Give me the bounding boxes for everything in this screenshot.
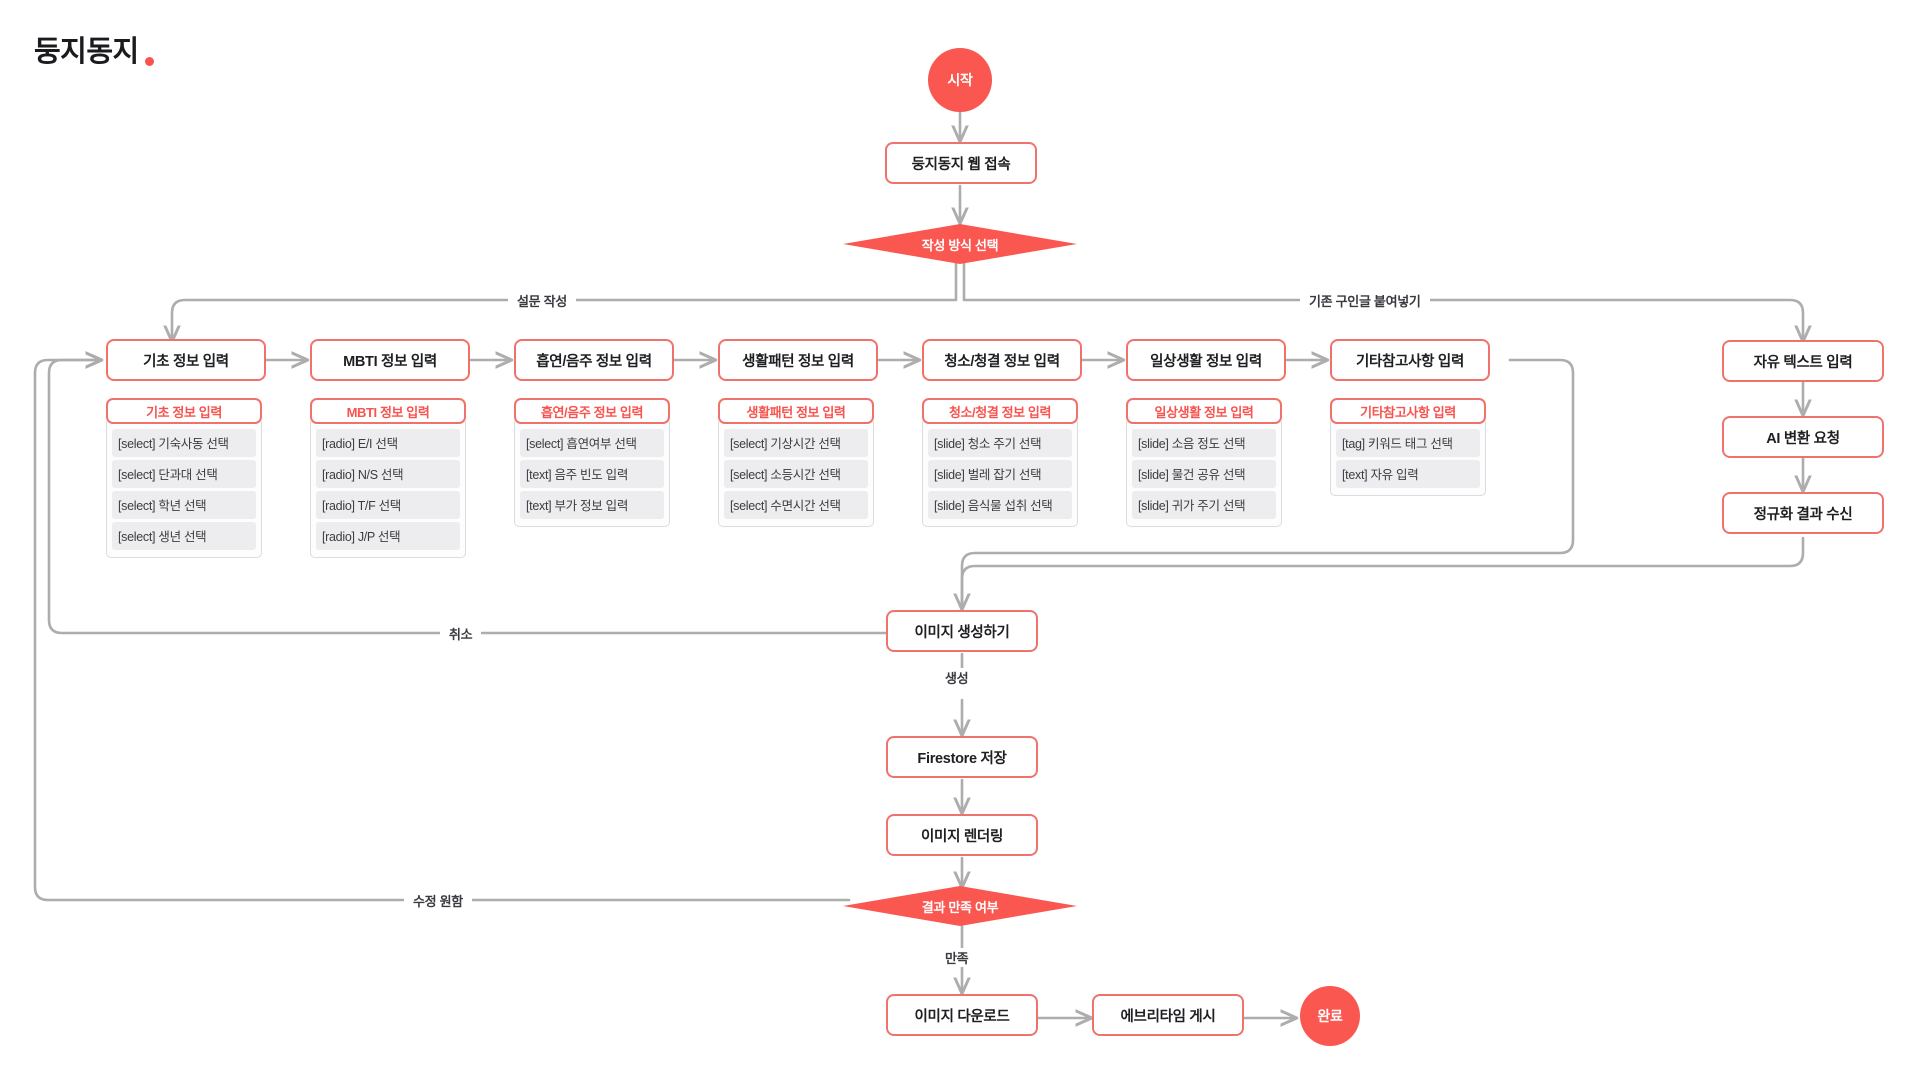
panel-body-step-6: [slide] 소음 정도 선택 [slide] 물건 공유 선택 [slide] … bbox=[1126, 421, 1282, 527]
edge-label-paste-branch: 기존 구인글 붙여넣기 bbox=[1300, 291, 1430, 310]
node-survey-step-6[interactable]: 일상생활 정보 입력 bbox=[1126, 339, 1286, 381]
node-decision-satisfaction-label: 결과 만족 여부 bbox=[921, 899, 999, 915]
panel-title-step-5-label: 청소/청결 정보 입력 bbox=[948, 404, 1052, 420]
panel-survey-step-3: 흡연/음주 정보 입력 [select] 흡연여부 선택 [text] 음주 빈도 … bbox=[514, 398, 670, 527]
node-normalized-result[interactable]: 정규화 결과 수신 bbox=[1722, 492, 1884, 534]
edge-label-cancel: 취소 bbox=[440, 624, 482, 643]
panel-survey-step-6: 일상생활 정보 입력 [slide] 소음 정도 선택 [slide] 물건 공유 … bbox=[1126, 398, 1282, 527]
edge-label-survey-branch: 설문 작성 bbox=[508, 291, 576, 310]
panel-title-step-2-label: MBTI 정보 입력 bbox=[346, 404, 430, 420]
panel-field-row[interactable]: [slide] 물건 공유 선택 bbox=[1132, 460, 1276, 488]
panel-field-row[interactable]: [text] 부가 정보 입력 bbox=[520, 491, 664, 519]
node-decision-method-label: 작성 방식 선택 bbox=[921, 237, 999, 253]
panel-title-step-3-label: 흡연/음주 정보 입력 bbox=[540, 404, 644, 420]
edge-label-revise: 수정 원함 bbox=[404, 891, 472, 910]
panel-body-step-5: [slide] 청소 주기 선택 [slide] 벌레 잡기 선택 [slide] … bbox=[922, 421, 1078, 527]
panel-field-row[interactable]: [slide] 귀가 주기 선택 bbox=[1132, 491, 1276, 519]
node-free-text-input[interactable]: 자유 텍스트 입력 bbox=[1722, 340, 1884, 382]
node-survey-step-7-label: 기타참고사항 입력 bbox=[1355, 353, 1465, 370]
panel-field-row[interactable]: [select] 흡연여부 선택 bbox=[520, 429, 664, 457]
panel-survey-step-7: 기타참고사항 입력 [tag] 키워드 태그 선택 [text] 자유 입력 bbox=[1330, 398, 1486, 496]
node-survey-step-2[interactable]: MBTI 정보 입력 bbox=[310, 339, 470, 381]
node-survey-step-3[interactable]: 흡연/음주 정보 입력 bbox=[514, 339, 674, 381]
panel-body-step-4: [select] 기상시간 선택 [select] 소등시간 선택 [select]… bbox=[718, 421, 874, 527]
node-complete-label: 완료 bbox=[1317, 1008, 1343, 1024]
node-ai-convert-request[interactable]: AI 변환 요청 bbox=[1722, 416, 1884, 458]
node-normalized-result-label: 정규화 결과 수신 bbox=[1753, 506, 1853, 523]
node-web-access-label: 둥지동지 웹 접속 bbox=[911, 156, 1011, 173]
brand-logo: 둥지동지 bbox=[34, 28, 154, 70]
node-web-access[interactable]: 둥지동지 웹 접속 bbox=[885, 142, 1037, 184]
panel-title-step-2: MBTI 정보 입력 bbox=[310, 398, 466, 424]
panel-field-row[interactable]: [select] 기숙사동 선택 bbox=[112, 429, 256, 457]
node-image-download-label: 이미지 다운로드 bbox=[914, 1008, 1010, 1025]
node-ai-convert-request-label: AI 변환 요청 bbox=[1766, 430, 1840, 447]
panel-survey-step-5: 청소/청결 정보 입력 [slide] 청소 주기 선택 [slide] 벌레 잡기… bbox=[922, 398, 1078, 527]
edge-label-generate: 생성 bbox=[936, 668, 978, 687]
panel-field-row[interactable]: [radio] N/S 선택 bbox=[316, 460, 460, 488]
panel-body-step-1: [select] 기숙사동 선택 [select] 단과대 선택 [select] … bbox=[106, 421, 262, 558]
panel-field-row[interactable]: [select] 기상시간 선택 bbox=[724, 429, 868, 457]
node-survey-step-4[interactable]: 생활패턴 정보 입력 bbox=[718, 339, 878, 381]
node-survey-step-3-label: 흡연/음주 정보 입력 bbox=[536, 353, 652, 370]
node-survey-step-6-label: 일상생활 정보 입력 bbox=[1150, 353, 1262, 370]
node-complete[interactable]: 완료 bbox=[1300, 986, 1360, 1046]
node-image-render[interactable]: 이미지 렌더링 bbox=[886, 814, 1038, 856]
edge-label-satisfied: 만족 bbox=[936, 948, 978, 967]
panel-field-row[interactable]: [slide] 청소 주기 선택 bbox=[928, 429, 1072, 457]
panel-title-step-1: 기초 정보 입력 bbox=[106, 398, 262, 424]
panel-field-row[interactable]: [tag] 키워드 태그 선택 bbox=[1336, 429, 1480, 457]
panel-field-row[interactable]: [select] 학년 선택 bbox=[112, 491, 256, 519]
panel-field-row[interactable]: [radio] T/F 선택 bbox=[316, 491, 460, 519]
panel-field-row[interactable]: [select] 생년 선택 bbox=[112, 522, 256, 550]
brand-name: 둥지동지 bbox=[34, 36, 139, 68]
node-start[interactable]: 시작 bbox=[928, 48, 992, 112]
panel-title-step-4: 생활패턴 정보 입력 bbox=[718, 398, 874, 424]
node-firestore-save[interactable]: Firestore 저장 bbox=[886, 736, 1038, 778]
panel-field-row[interactable]: [slide] 벌레 잡기 선택 bbox=[928, 460, 1072, 488]
node-start-label: 시작 bbox=[947, 72, 973, 88]
panel-title-step-6: 일상생활 정보 입력 bbox=[1126, 398, 1282, 424]
node-survey-step-5-label: 청소/청결 정보 입력 bbox=[944, 353, 1060, 370]
node-firestore-save-label: Firestore 저장 bbox=[917, 750, 1007, 767]
panel-title-step-4-label: 생활패턴 정보 입력 bbox=[746, 404, 846, 420]
node-image-render-label: 이미지 렌더링 bbox=[921, 828, 1003, 845]
panel-field-row[interactable]: [slide] 음식물 섭취 선택 bbox=[928, 491, 1072, 519]
panel-field-row[interactable]: [select] 단과대 선택 bbox=[112, 460, 256, 488]
node-everytime-post-label: 에브리타임 게시 bbox=[1120, 1008, 1216, 1025]
panel-field-row[interactable]: [radio] E/I 선택 bbox=[316, 429, 460, 457]
panel-title-step-5: 청소/청결 정보 입력 bbox=[922, 398, 1078, 424]
panel-body-step-3: [select] 흡연여부 선택 [text] 음주 빈도 입력 [text] 부가… bbox=[514, 421, 670, 527]
panel-field-row[interactable]: [radio] J/P 선택 bbox=[316, 522, 460, 550]
node-survey-step-1-label: 기초 정보 입력 bbox=[143, 353, 229, 370]
node-generate-image[interactable]: 이미지 생성하기 bbox=[886, 610, 1038, 652]
node-generate-image-label: 이미지 생성하기 bbox=[914, 624, 1010, 641]
panel-field-row[interactable]: [select] 수면시간 선택 bbox=[724, 491, 868, 519]
panel-title-step-7-label: 기타참고사항 입력 bbox=[1360, 404, 1456, 420]
node-image-download[interactable]: 이미지 다운로드 bbox=[886, 994, 1038, 1036]
panel-field-row[interactable]: [slide] 소음 정도 선택 bbox=[1132, 429, 1276, 457]
panel-body-step-2: [radio] E/I 선택 [radio] N/S 선택 [radio] T/F … bbox=[310, 421, 466, 558]
node-survey-step-4-label: 생활패턴 정보 입력 bbox=[742, 353, 854, 370]
panel-survey-step-2: MBTI 정보 입력[radio] E/I 선택[radio] N/S 선택[r… bbox=[310, 398, 466, 558]
panel-title-step-6-label: 일상생활 정보 입력 bbox=[1154, 404, 1254, 420]
panel-title-step-3: 흡연/음주 정보 입력 bbox=[514, 398, 670, 424]
panel-survey-step-4: 생활패턴 정보 입력 [select] 기상시간 선택 [select] 소등시간 … bbox=[718, 398, 874, 527]
node-free-text-input-label: 자유 텍스트 입력 bbox=[1753, 354, 1853, 371]
panel-title-step-1-label: 기초 정보 입력 bbox=[146, 404, 222, 420]
node-everytime-post[interactable]: 에브리타임 게시 bbox=[1092, 994, 1244, 1036]
panel-field-row[interactable]: [text] 음주 빈도 입력 bbox=[520, 460, 664, 488]
brand-dot-icon bbox=[144, 57, 154, 66]
panel-field-row[interactable]: [text] 자유 입력 bbox=[1336, 460, 1480, 488]
node-survey-step-2-label: MBTI 정보 입력 bbox=[343, 353, 437, 370]
panel-survey-step-1: 기초 정보 입력[select] 기숙사동 선택[select] 단과대 선택[… bbox=[106, 398, 262, 558]
node-survey-step-7[interactable]: 기타참고사항 입력 bbox=[1330, 339, 1490, 381]
panel-body-step-7: [tag] 키워드 태그 선택 [text] 자유 입력 bbox=[1330, 421, 1486, 496]
node-survey-step-5[interactable]: 청소/청결 정보 입력 bbox=[922, 339, 1082, 381]
panel-field-row[interactable]: [select] 소등시간 선택 bbox=[724, 460, 868, 488]
node-survey-step-1[interactable]: 기초 정보 입력 bbox=[106, 339, 266, 381]
panel-title-step-7: 기타참고사항 입력 bbox=[1330, 398, 1486, 424]
